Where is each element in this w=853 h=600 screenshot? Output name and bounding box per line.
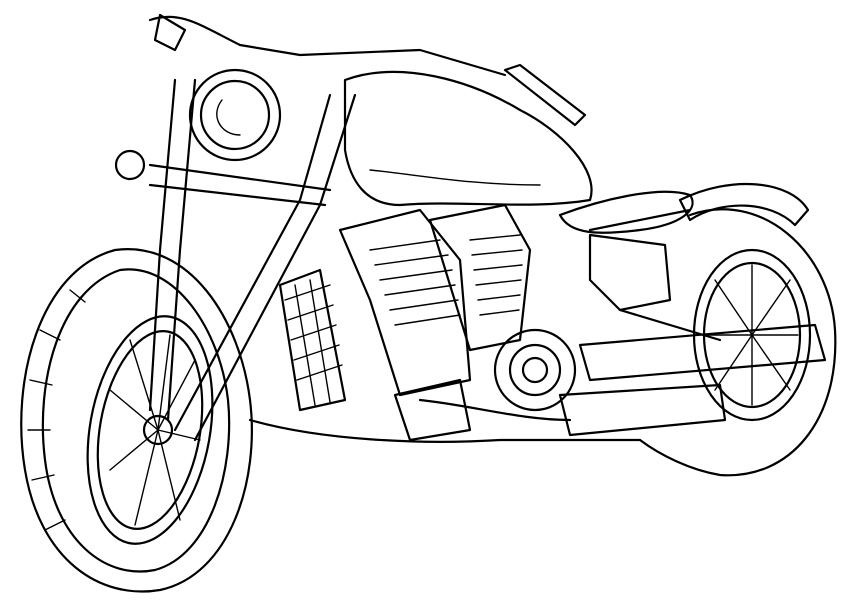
exhaust: [418, 323, 827, 437]
seat: [558, 190, 694, 234]
handlebar: [148, 15, 507, 77]
fuel-tank: [343, 70, 593, 207]
radiator-grille: [278, 268, 347, 412]
front-fork: [114, 78, 357, 442]
rear-wheel: [638, 208, 837, 477]
engine: [338, 203, 577, 412]
side-cover: [588, 233, 672, 312]
rear-fender: [678, 182, 810, 227]
right-grip: [503, 63, 587, 127]
headlight: [188, 68, 282, 162]
front-wheel: [20, 248, 253, 593]
left-grip: [153, 13, 187, 52]
frame: [248, 208, 722, 443]
